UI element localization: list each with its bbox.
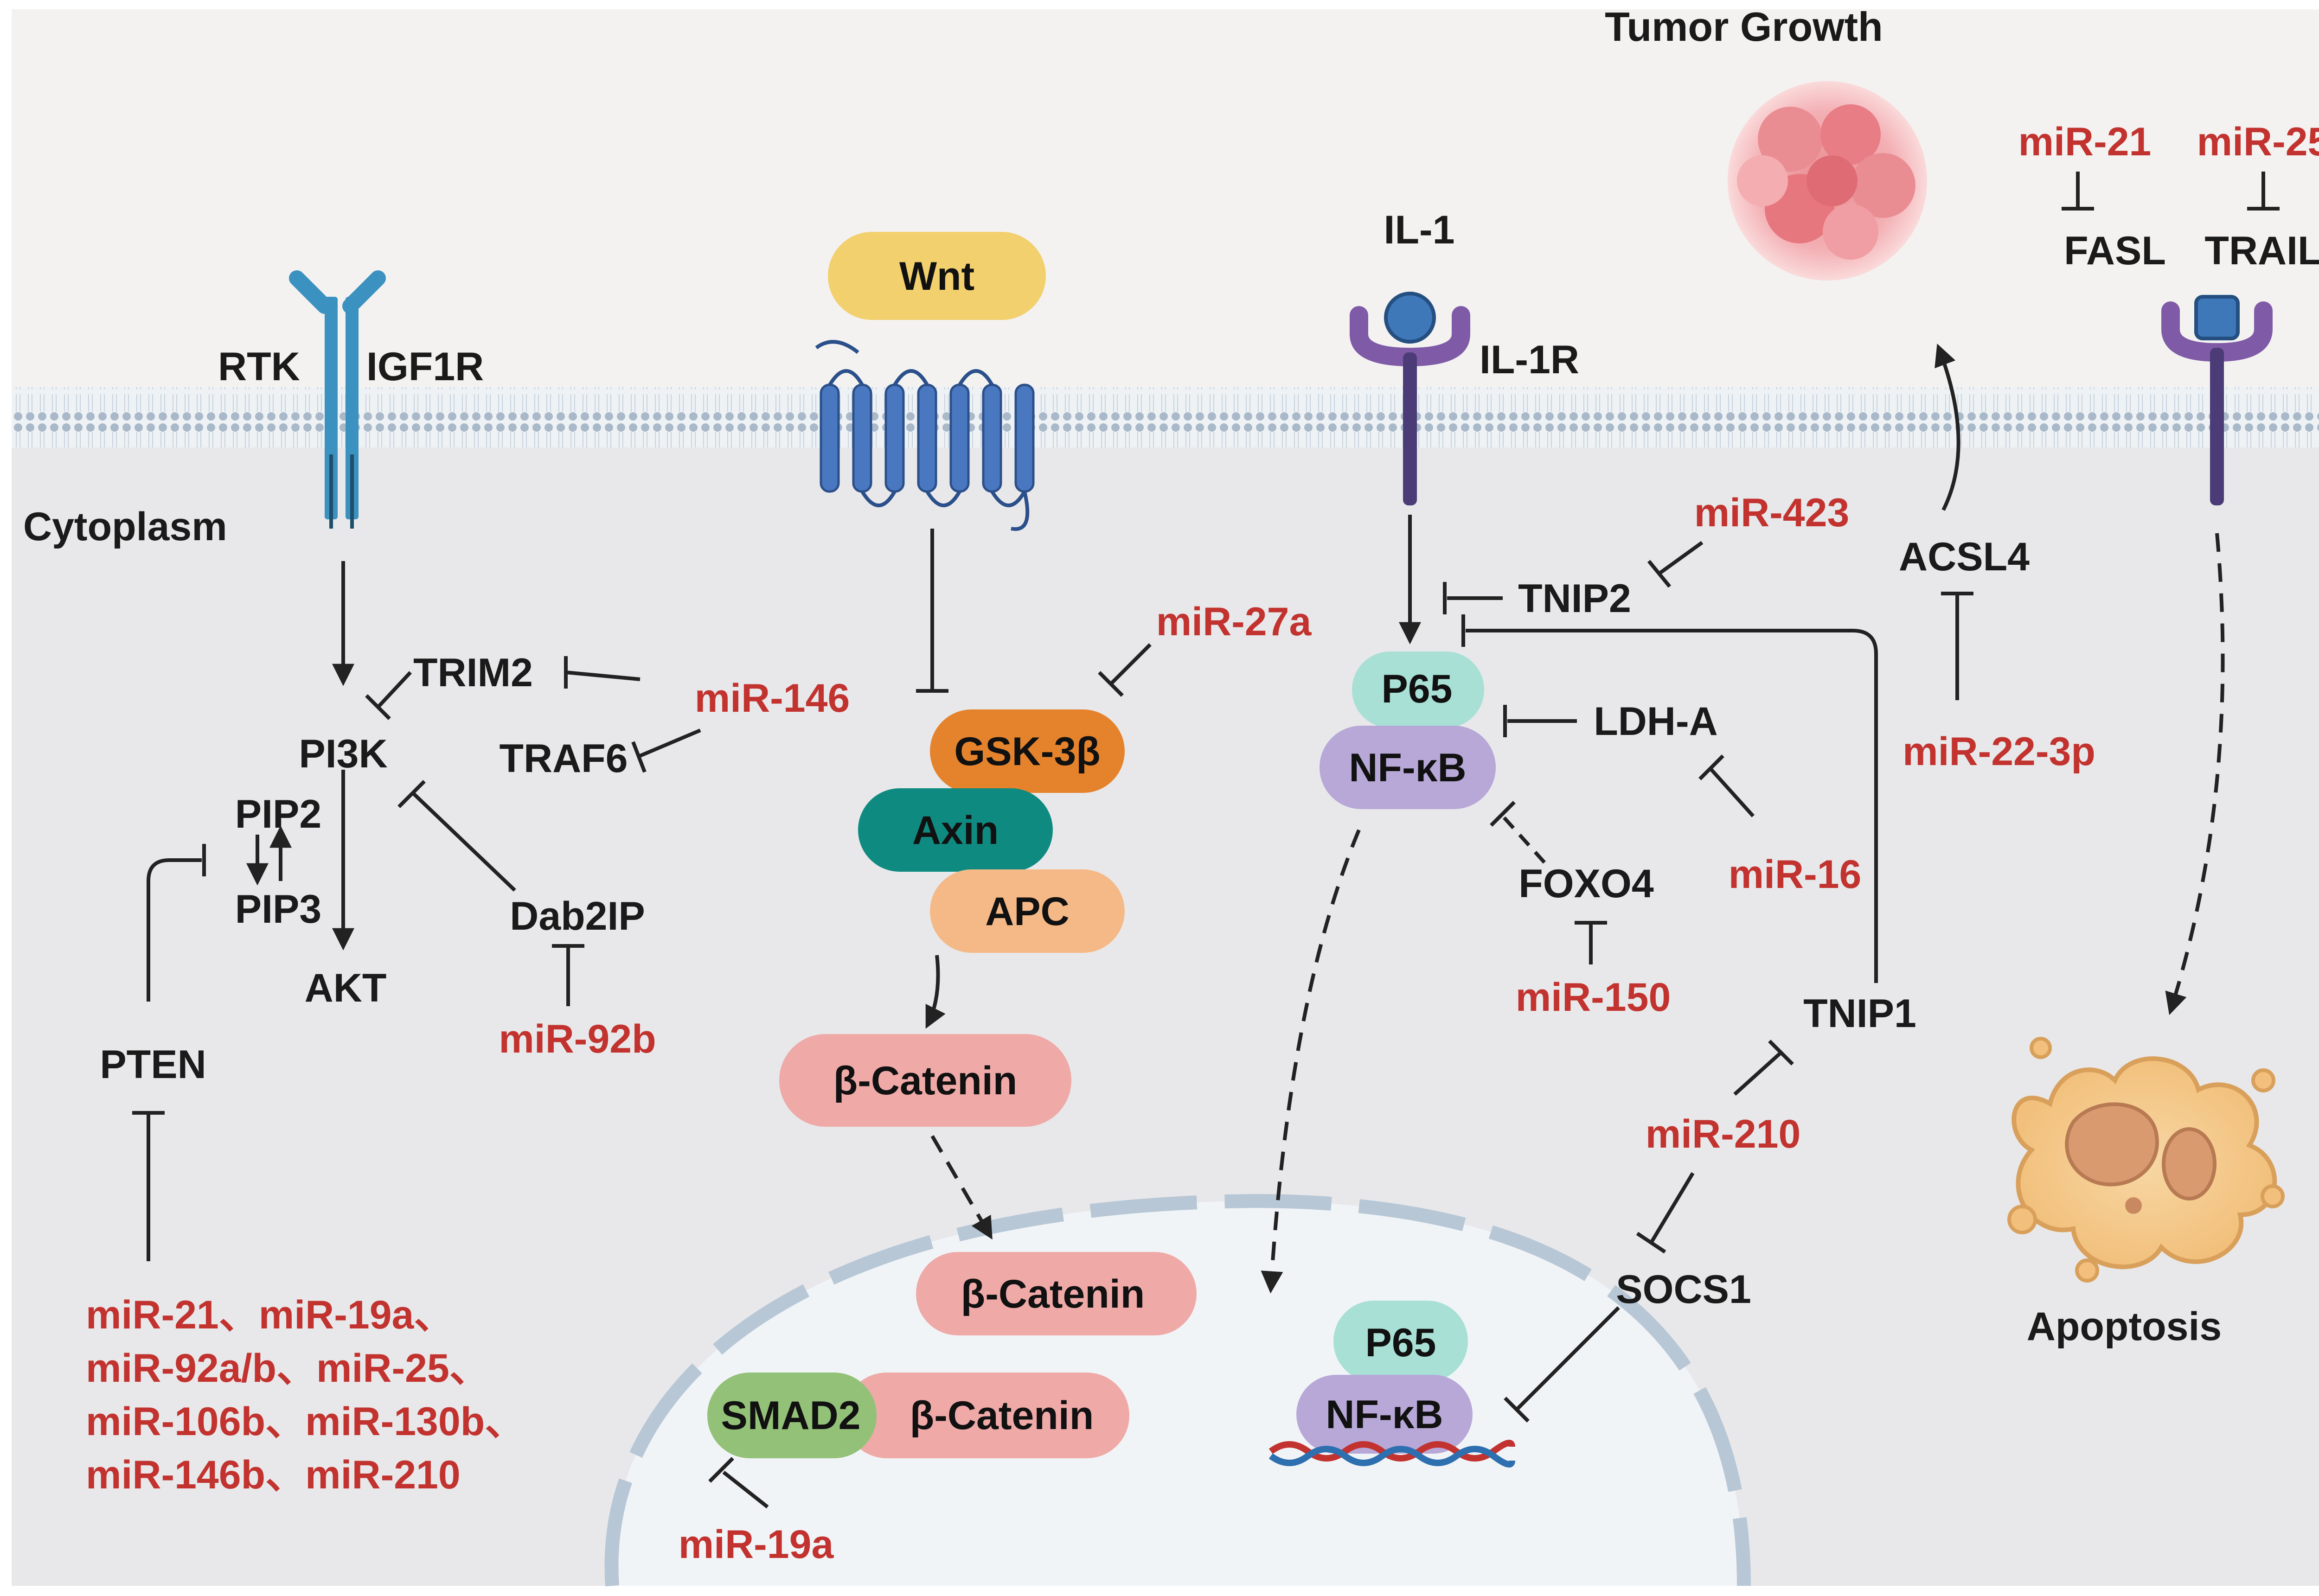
smad2-label: SMAD2 <box>721 1393 860 1438</box>
tnip2-label: TNIP2 <box>1518 576 1631 621</box>
pip2-label: PIP2 <box>235 792 321 836</box>
mir146-label: miR-146 <box>695 676 850 721</box>
dab2ip-label: Dab2IP <box>510 894 645 938</box>
pten-mirna-line-2: miR-92a/b、miR-25、 <box>86 1346 489 1391</box>
bcatenin-label: β-Catenin <box>833 1059 1018 1103</box>
axin-pill <box>858 788 1053 872</box>
smad2-pill <box>707 1373 877 1458</box>
gsk3b-pill <box>930 709 1125 793</box>
mir27a-label: miR-27a <box>1156 600 1312 644</box>
p65-nuclear-label: P65 <box>1365 1321 1436 1365</box>
pi3k-label: PI3K <box>299 732 387 776</box>
p65-label: P65 <box>1381 667 1452 711</box>
apc-label: APC <box>985 889 1070 934</box>
wnt-pill <box>828 232 1046 320</box>
mirna-labels: miR-146 miR-92b miR-27a miR-423 miR-22-3… <box>86 120 2319 1567</box>
rtk-label: RTK <box>218 345 300 389</box>
cytoplasm-label: Cytoplasm <box>23 504 227 549</box>
gsk3b-label: GSK-3β <box>954 729 1100 774</box>
acsl4-label: ACSL4 <box>1899 535 2030 579</box>
il1r-label: IL-1R <box>1480 338 1579 382</box>
mir150-label: miR-150 <box>1516 975 1671 1020</box>
nfkb-label: NF-κB <box>1349 746 1466 790</box>
tumor-growth-title: Tumor Growth <box>1605 4 1883 50</box>
foxo4-label: FOXO4 <box>1518 862 1654 906</box>
bcatenin-complex-pill <box>844 1373 1129 1458</box>
mir210-label: miR-210 <box>1646 1112 1801 1156</box>
mir22-3p-label: miR-22-3p <box>1903 729 2095 774</box>
apc-pill <box>930 869 1125 953</box>
nucleus <box>604 1194 1751 1587</box>
pten-mirna-line-1: miR-21、miR-19a、 <box>86 1293 454 1337</box>
trim2-label: TRIM2 <box>413 651 533 695</box>
pten-mirna-line-4: miR-146b、miR-210 <box>86 1453 461 1497</box>
rtk-igf1r-receptor <box>289 270 386 529</box>
il1-label: IL-1 <box>1384 208 1455 252</box>
nfkb-nuclear-label: NF-κB <box>1326 1392 1443 1437</box>
p65-nuclear-pill <box>1333 1301 1468 1382</box>
mir19a-label: miR-19a <box>679 1522 834 1567</box>
labels: Tumor Growth Cytoplasm Apoptosis RTK IGF… <box>23 4 2319 1438</box>
axin-label: Axin <box>912 808 999 853</box>
socs1-label: SOCS1 <box>1616 1267 1751 1312</box>
mir92b-label: miR-92b <box>499 1017 656 1061</box>
tumor-illustration <box>1728 81 1927 281</box>
bcatenin-pill <box>779 1034 1071 1127</box>
traf6-label: TRAF6 <box>499 736 628 781</box>
pten-label: PTEN <box>100 1042 206 1087</box>
apoptosis-illustration <box>2007 1037 2285 1283</box>
cell-membrane <box>12 387 2319 447</box>
pten-mirna-line-3: miR-106b、miR-130b、 <box>86 1399 525 1444</box>
trail-label: TRAIL <box>2204 229 2319 273</box>
akt-label: AKT <box>305 966 387 1010</box>
dna-strand <box>1268 1440 1515 1468</box>
mir16-label: miR-16 <box>1729 852 1862 897</box>
bcatenin-complex-label: β-Catenin <box>910 1393 1094 1438</box>
nfkb-pill <box>1320 726 1496 809</box>
il1r-receptor <box>1350 292 1470 505</box>
frizzled-receptor <box>815 340 1035 531</box>
nfkb-nuclear-pill <box>1296 1375 1473 1454</box>
bcatenin-nuclear-pill <box>916 1252 1197 1335</box>
trail-receptor <box>2161 295 2273 505</box>
wnt-label: Wnt <box>899 254 974 299</box>
mir25-label: miR-25 <box>2197 120 2319 164</box>
igf1r-label: IGF1R <box>366 345 484 389</box>
bcatenin-nuclear-label: β-Catenin <box>961 1272 1145 1316</box>
ldha-label: LDH-A <box>1594 699 1718 744</box>
pip3-label: PIP3 <box>235 887 321 932</box>
mir21-label: miR-21 <box>2018 120 2152 164</box>
apoptosis-label: Apoptosis <box>2027 1304 2222 1349</box>
fasl-label: FASL <box>2064 229 2166 273</box>
pathway-connectors <box>132 172 2280 1509</box>
tnip1-label: TNIP1 <box>1803 991 1916 1036</box>
mir423-label: miR-423 <box>1694 491 1850 535</box>
p65-pill <box>1352 651 1484 728</box>
